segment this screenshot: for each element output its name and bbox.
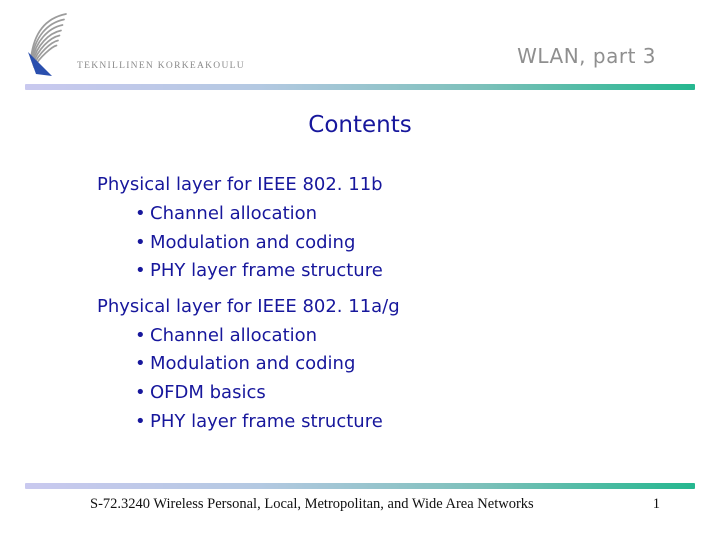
header-divider-bar <box>25 84 695 90</box>
section-80211ag: Physical layer for IEEE 802. 11a/g •Chan… <box>97 292 400 436</box>
page-number: 1 <box>652 496 660 512</box>
slide-header-title: WLAN, part 3 <box>517 44 656 68</box>
page-title: Contents <box>308 112 412 138</box>
bullet-icon: • <box>135 381 146 403</box>
list-item: •Modulation and coding <box>97 229 400 258</box>
bullet-icon: • <box>135 353 146 375</box>
bullet-label: Modulation and coding <box>150 353 356 375</box>
section-80211b: Physical layer for IEEE 802. 11b •Channe… <box>97 170 400 286</box>
bullet-icon: • <box>135 231 146 253</box>
section-title: Physical layer for IEEE 802. 11a/g <box>97 295 400 317</box>
footer-divider-bar <box>25 483 695 489</box>
university-logo <box>26 10 76 78</box>
list-item: •Channel allocation <box>97 200 400 229</box>
bullet-label: Modulation and coding <box>150 231 356 253</box>
footer-course-label: S-72.3240 Wireless Personal, Local, Metr… <box>90 496 534 512</box>
logo-text: TEKNILLINEN KORKEAKOULU <box>77 61 245 71</box>
slide-body: Physical layer for IEEE 802. 11b •Channe… <box>97 170 400 436</box>
list-item: •Channel allocation <box>97 322 400 351</box>
list-item: •PHY layer frame structure <box>97 257 400 286</box>
bullet-label: PHY layer frame structure <box>150 260 383 282</box>
list-item: •PHY layer frame structure <box>97 408 400 437</box>
bullet-icon: • <box>135 410 146 432</box>
bullet-label: PHY layer frame structure <box>150 410 383 432</box>
sail-logo-icon <box>28 13 67 76</box>
bullet-label: Channel allocation <box>150 324 318 346</box>
bullet-icon: • <box>135 260 146 282</box>
list-item: •Modulation and coding <box>97 350 400 379</box>
bullet-icon: • <box>135 203 146 224</box>
bullet-label: Channel allocation <box>150 203 318 224</box>
list-item: •OFDM basics <box>97 379 400 408</box>
bullet-label: OFDM basics <box>150 381 266 403</box>
bullet-icon: • <box>135 324 146 346</box>
section-title: Physical layer for IEEE 802. 11b <box>97 174 383 195</box>
